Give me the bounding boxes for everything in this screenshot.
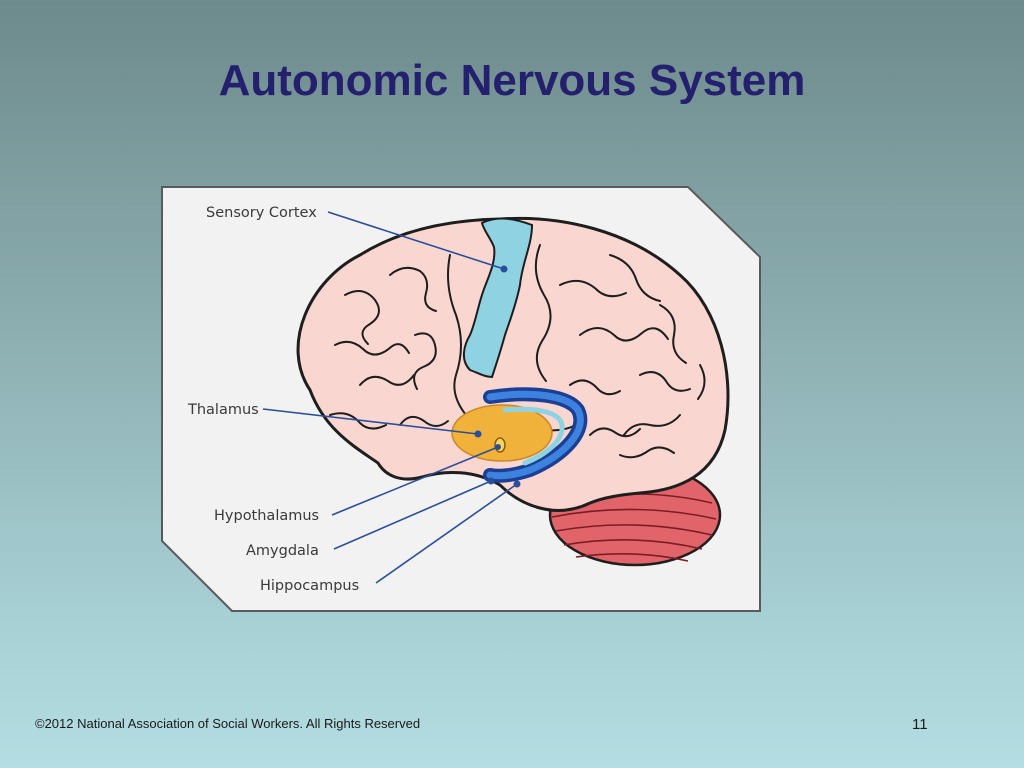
pointer-lines	[262, 211, 518, 584]
pointer-dots	[474, 265, 521, 488]
limbic-structures	[483, 387, 588, 483]
slide-title: Autonomic Nervous System	[218, 56, 806, 105]
brain	[296, 216, 730, 512]
brain-diagram: Sensory Cortex Thalamus Hypothalamus Amy…	[160, 185, 762, 613]
label-sensory-cortex: Sensory Cortex	[206, 205, 317, 221]
sensory-cortex-region	[463, 217, 534, 379]
page-number: 11	[912, 716, 928, 733]
brain-diagram-svg: Sensory Cortex Thalamus Hypothalamus Amy…	[161, 186, 761, 612]
label-hypothalamus: Hypothalamus	[214, 508, 319, 524]
copyright-footer: ©2012 National Association of Social Wor…	[35, 716, 421, 731]
label-hippocampus: Hippocampus	[260, 578, 359, 594]
label-thalamus: Thalamus	[187, 402, 259, 418]
thalamus-region	[451, 404, 553, 462]
label-amygdala: Amygdala	[246, 543, 319, 559]
